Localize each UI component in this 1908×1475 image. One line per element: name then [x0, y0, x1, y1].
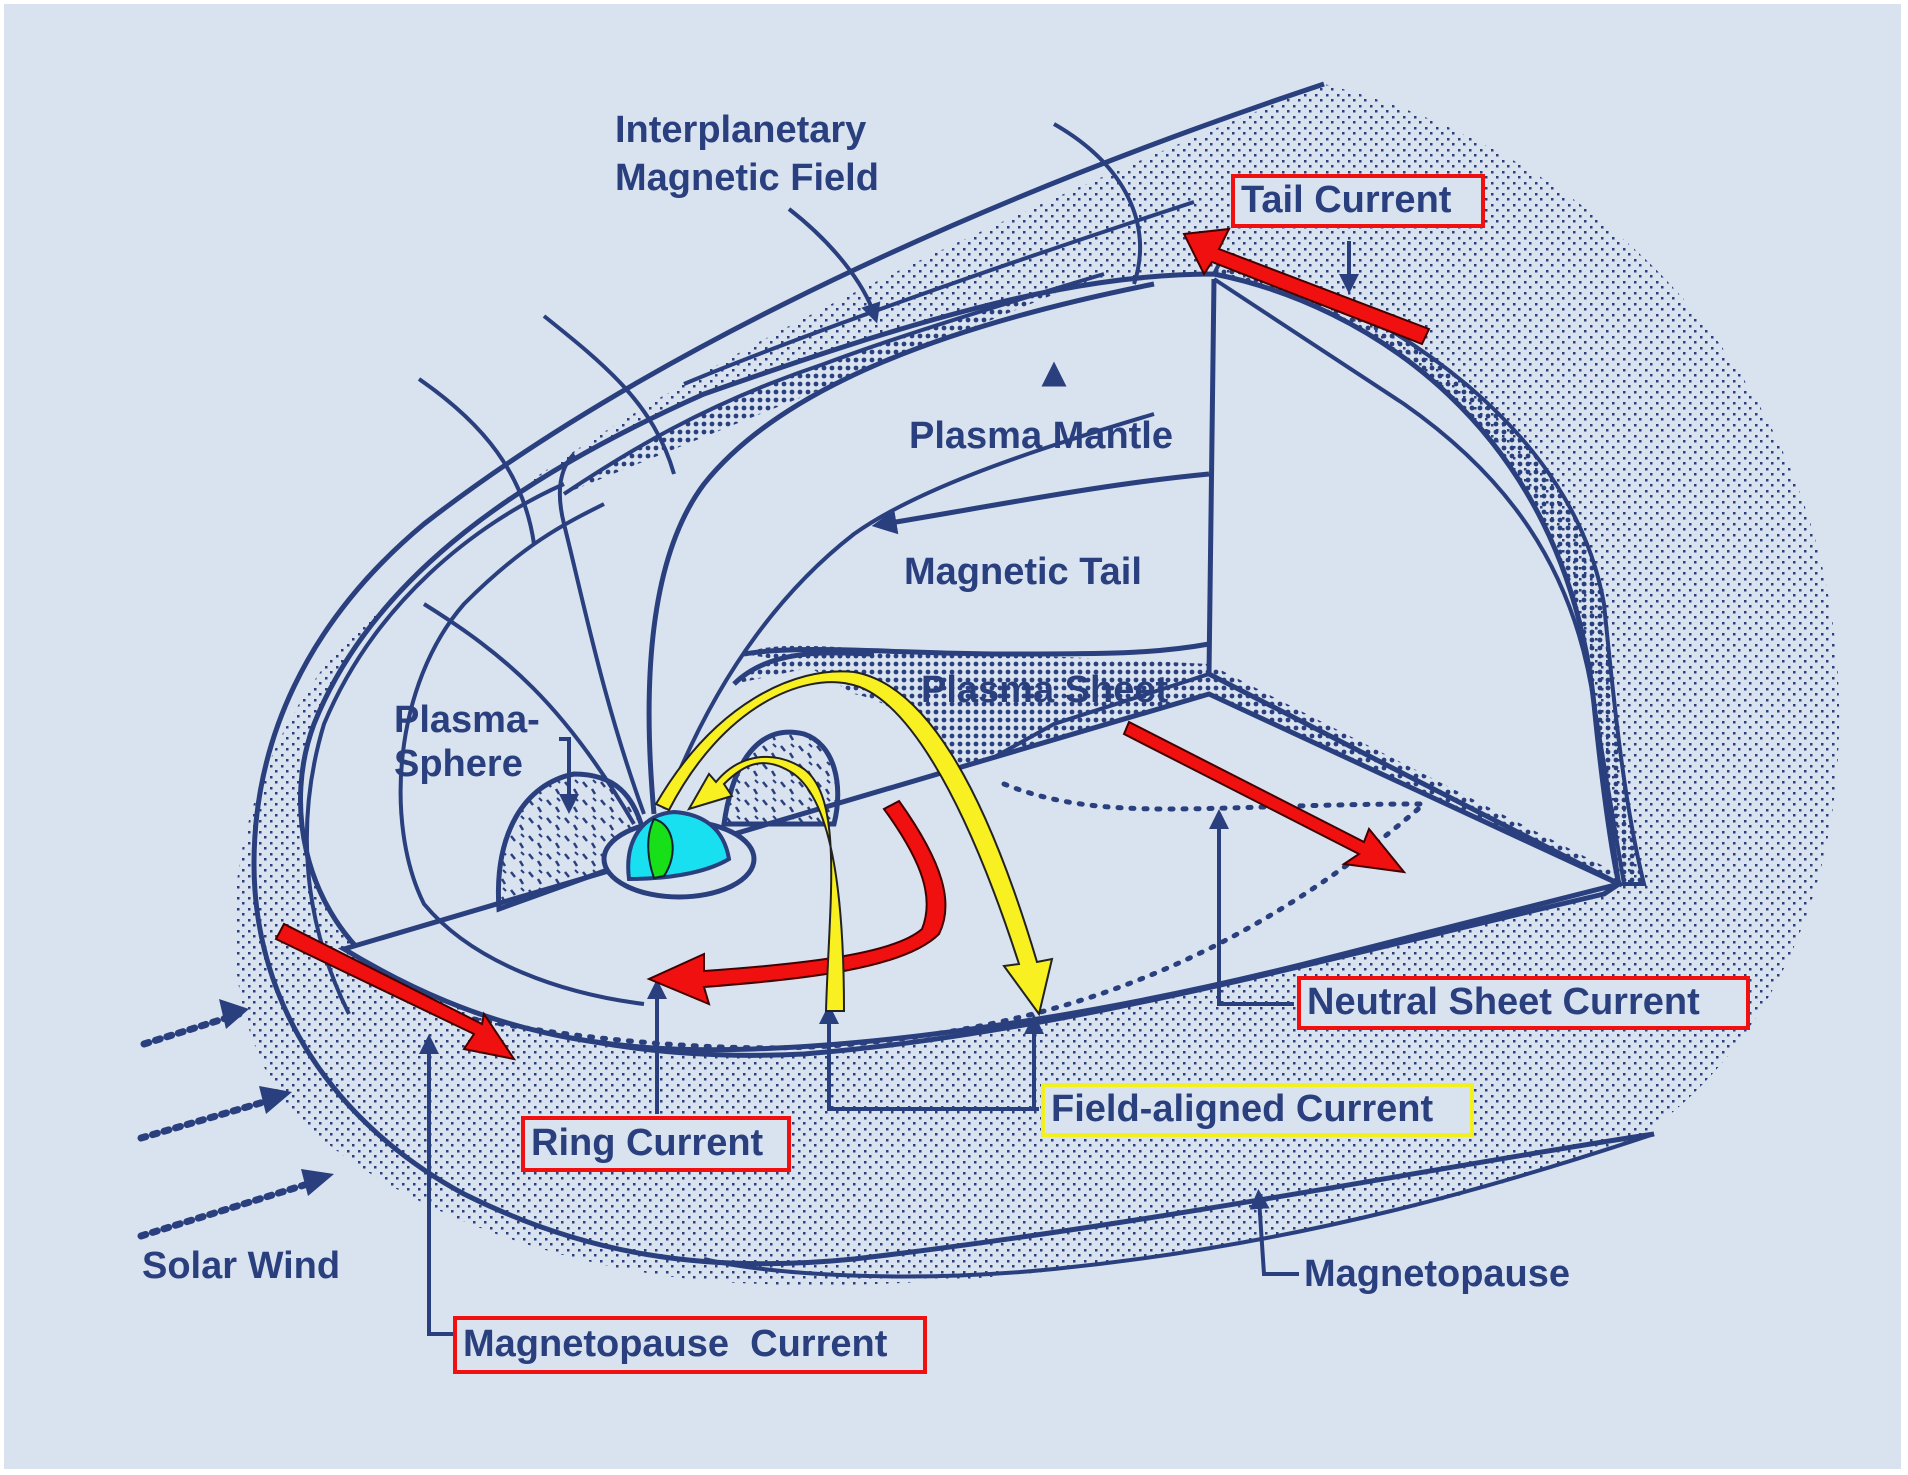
magnetopause-boundary [251, 81, 1655, 1267]
ring-current-label: Ring Current [531, 1122, 764, 1164]
solar-wind-arrow [137, 1095, 278, 1142]
magnetopause-current-label-box: Magnetopause Current [453, 1316, 927, 1374]
magnetosphere-diagram: Interplanetary Magnetic Field Plasma Man… [4, 4, 1901, 1469]
imf-field-line [417, 377, 536, 545]
magnetopause-label: Magnetopause [1304, 1253, 1571, 1295]
imf-label-line2: Magnetic Field [615, 157, 879, 199]
tail-current-arrow [1182, 227, 1431, 346]
neutral-sheet-current-arrow [1122, 720, 1407, 874]
field-aligned-current-label-box: Field-aligned Current [1041, 1083, 1474, 1137]
magnetopause-current-label: Magnetopause Current [463, 1323, 888, 1365]
magnetic-tail-label: Magnetic Tail [904, 551, 1142, 593]
plasma-mantle-label: Plasma Mantle [909, 415, 1173, 457]
neutral-sheet-current-label-box: Neutral Sheet Current [1297, 976, 1750, 1030]
plasma-sheet-region [744, 645, 1619, 884]
tail-current-label: Tail Current [1241, 179, 1452, 221]
field-aligned-current-arrow [686, 756, 846, 1012]
plasmasphere-label-line1: Plasma- [394, 699, 540, 741]
tail-current-label-box: Tail Current [1231, 174, 1485, 228]
plasmasphere-region [495, 771, 647, 913]
magnetopause-current-arrow [274, 922, 517, 1061]
field-aligned-current-label: Field-aligned Current [1051, 1088, 1434, 1130]
solar-wind-arrow [137, 1178, 318, 1240]
plasma-sheet-label: Plasma Sheet [921, 669, 1169, 711]
equatorial-plane [337, 691, 1627, 1053]
imf-field-line [542, 314, 676, 475]
solar-wind-label: Solar Wind [142, 1245, 341, 1287]
imf-label-line1: Interplanetary [615, 109, 867, 151]
ring-current-label-box: Ring Current [521, 1116, 791, 1172]
solar-wind-arrow [140, 1010, 243, 1048]
imf-field-line [1053, 122, 1143, 285]
field-aligned-current-arrow [654, 670, 1054, 1017]
ring-current-arrow [646, 799, 947, 1006]
neutral-sheet-current-label: Neutral Sheet Current [1307, 981, 1700, 1023]
plasmasphere-label-line2: Sphere [394, 743, 523, 785]
